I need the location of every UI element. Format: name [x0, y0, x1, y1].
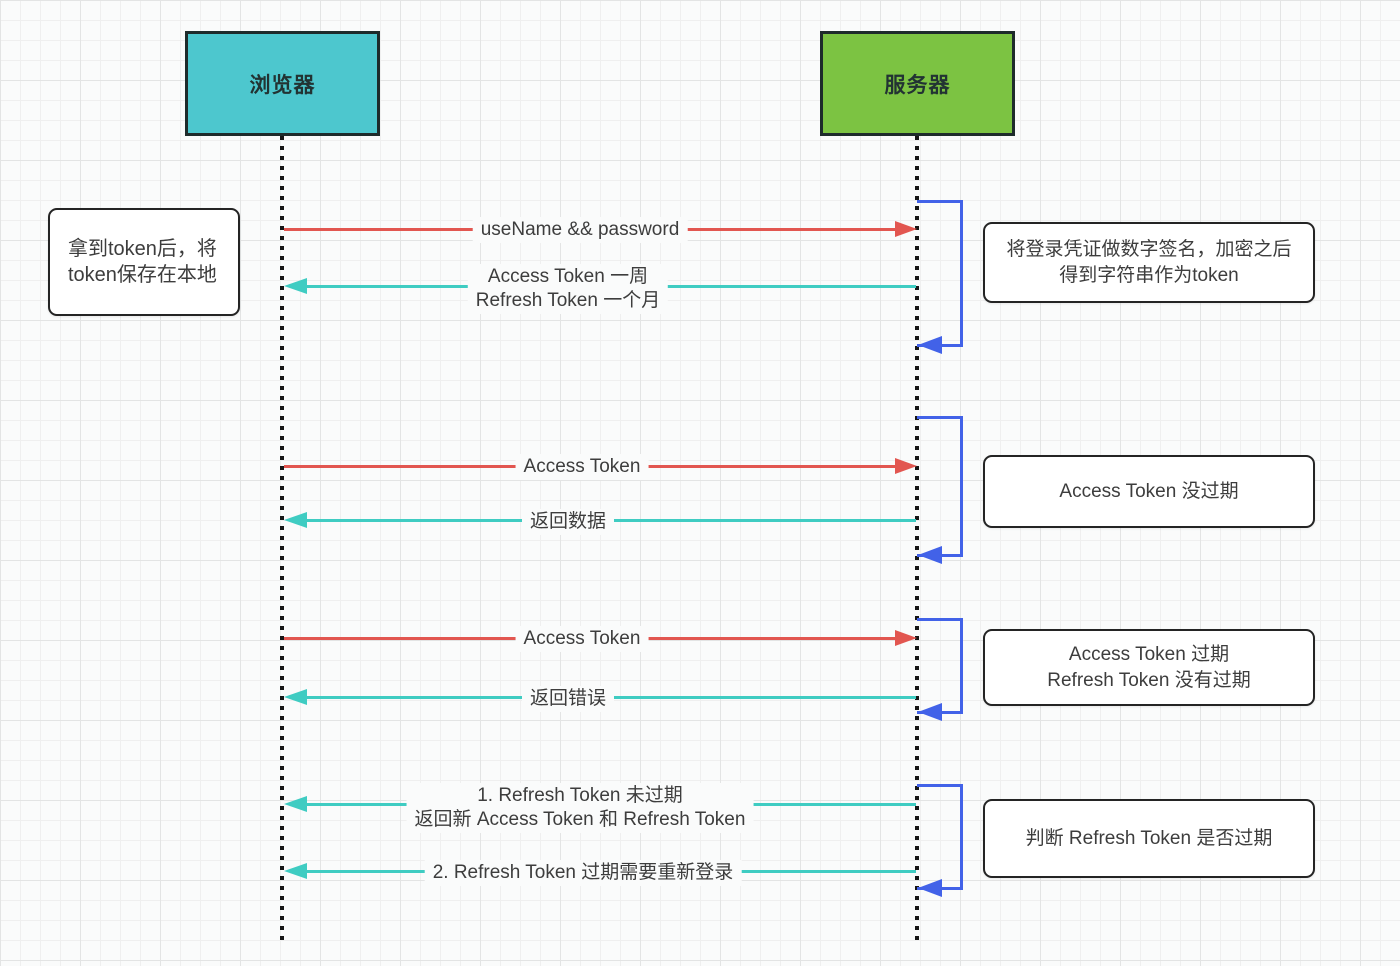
message-label: Access Token: [515, 626, 649, 652]
bracket-arrowhead-icon: [918, 879, 942, 897]
message-label: 1. Refresh Token 未过期 返回新 Access Token 和 …: [406, 783, 754, 833]
lifeline-server: [915, 136, 919, 945]
arrowhead-right-icon: [895, 221, 917, 237]
message-label: Access Token 一周 Refresh Token 一个月: [467, 264, 669, 314]
arrowhead-left-icon: [284, 689, 307, 705]
bracket-arrowhead-icon: [918, 546, 942, 564]
message-label: 2. Refresh Token 过期需要重新登录: [424, 860, 742, 886]
arrowhead-left-icon: [284, 863, 307, 879]
activation-bracket-4: [917, 784, 963, 890]
arrowhead-left-icon: [284, 512, 307, 528]
bracket-arrowhead-icon: [918, 703, 942, 721]
arrowhead-right-icon: [895, 630, 917, 646]
message-label: 返回错误: [521, 686, 615, 712]
note-check-refresh-expired: 判断 Refresh Token 是否过期: [983, 799, 1315, 878]
activation-bracket-1: [917, 200, 963, 347]
note-save-token-locally: 拿到token后，将 token保存在本地: [48, 208, 240, 316]
activation-bracket-3: [917, 618, 963, 714]
activation-bracket-2: [917, 416, 963, 557]
arrowhead-right-icon: [895, 458, 917, 474]
lifeline-browser: [280, 136, 284, 945]
message-label: 返回数据: [521, 509, 615, 535]
note-token-valid: Access Token 没过期: [983, 455, 1315, 528]
bracket-arrowhead-icon: [918, 336, 942, 354]
note-access-expired-refresh-valid: Access Token 过期 Refresh Token 没有过期: [983, 629, 1315, 706]
actor-box-browser: 浏览器: [185, 31, 380, 136]
message-label: Access Token: [515, 454, 649, 480]
message-label: useName && password: [472, 217, 688, 243]
note-sign-credentials: 将登录凭证做数字签名，加密之后 得到字符串作为token: [983, 222, 1315, 303]
arrowhead-left-icon: [284, 796, 307, 812]
actor-box-server: 服务器: [820, 31, 1015, 136]
arrowhead-left-icon: [284, 278, 307, 294]
